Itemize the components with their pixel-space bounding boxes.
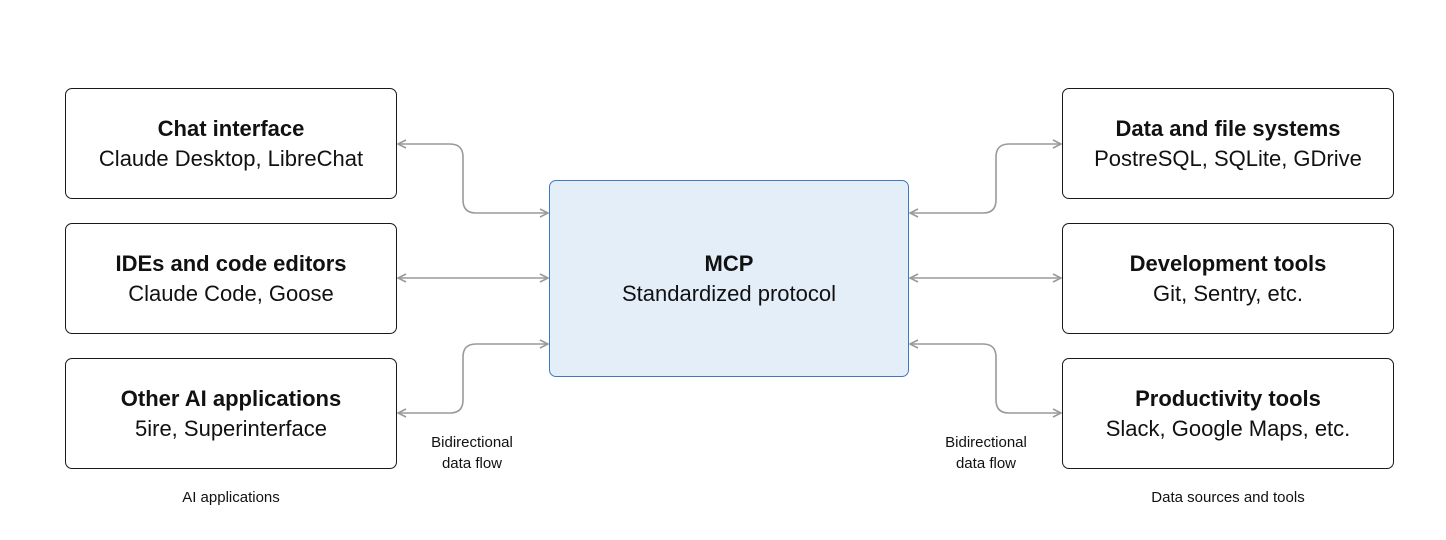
right-flow-caption: Bidirectional data flow <box>926 432 1046 474</box>
right-flow-caption-line1: Bidirectional <box>945 434 1027 451</box>
box-subtitle: Claude Code, Goose <box>128 280 334 306</box>
box-title: Data and file systems <box>1115 115 1341 141</box>
box-subtitle: Git, Sentry, etc. <box>1153 280 1303 306</box>
arrow-mcp-to-data <box>910 144 1061 213</box>
box-title: Other AI applications <box>120 385 342 411</box>
right-group-label: Data sources and tools <box>1151 489 1305 506</box>
right-flow-caption-line2: data flow <box>955 455 1017 472</box>
arrow-mcp-to-productivity <box>910 344 1061 413</box>
box-ides-code-editors: IDEs and code editors Claude Code, Goose <box>65 223 397 334</box>
box-title: Productivity tools <box>1135 385 1321 411</box>
box-data-file-systems: Data and file systems PostreSQL, SQLite,… <box>1062 88 1394 199</box>
box-other-ai-applications: Other AI applications 5ire, Superinterfa… <box>65 358 397 469</box>
box-title: Development tools <box>1129 250 1327 276</box>
box-chat-interface: Chat interface Claude Desktop, LibreChat <box>65 88 397 199</box>
box-development-tools: Development tools Git, Sentry, etc. <box>1062 223 1394 334</box>
box-title: IDEs and code editors <box>115 250 347 276</box>
arrow-other-ai-to-mcp <box>398 344 548 413</box>
box-title: Chat interface <box>157 115 305 141</box>
left-group-label: AI applications <box>182 489 280 506</box>
box-subtitle: Slack, Google Maps, etc. <box>1105 415 1351 441</box>
box-subtitle: 5ire, Superinterface <box>135 415 327 441</box>
left-flow-caption-line2: data flow <box>441 455 503 472</box>
box-productivity-tools: Productivity tools Slack, Google Maps, e… <box>1062 358 1394 469</box>
mcp-title: MCP <box>704 250 754 276</box>
left-flow-caption: Bidirectional data flow <box>412 432 532 474</box>
arrow-chat-to-mcp <box>398 144 548 213</box>
left-flow-caption-line1: Bidirectional <box>431 434 513 451</box>
mcp-protocol-box: MCP Standardized protocol <box>549 180 909 377</box>
mcp-subtitle: Standardized protocol <box>621 280 837 306</box>
box-subtitle: PostreSQL, SQLite, GDrive <box>1094 145 1362 171</box>
box-subtitle: Claude Desktop, LibreChat <box>98 145 364 171</box>
